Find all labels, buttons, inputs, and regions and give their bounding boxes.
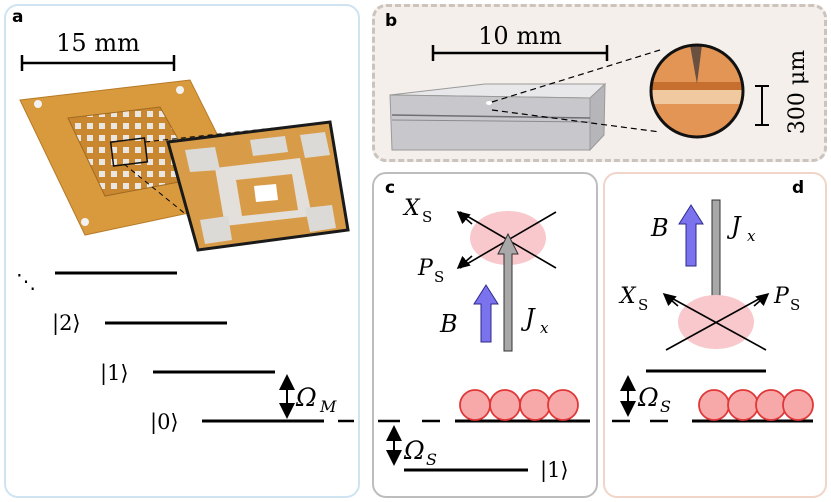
omega-s-symbol-d: Ω <box>637 383 659 412</box>
lower-state-label-c: |1⟩ <box>540 458 569 483</box>
phonon-cloud-c <box>459 389 579 421</box>
x-axis-arrow-d <box>662 292 679 307</box>
omega-s-symbol-c: Ω <box>403 436 425 465</box>
p-axis-arrow-d <box>753 292 770 307</box>
membrane-zoom-inset <box>166 120 350 252</box>
cavity-block-image <box>389 82 607 152</box>
ladder-ellipsis: ⋱ <box>16 269 36 293</box>
panel-b-label: b <box>385 11 397 31</box>
panel-b-scale-label: 10 mm <box>478 22 562 50</box>
p-axis-arrow <box>456 255 473 270</box>
omega-s-sub-c: S <box>426 450 437 469</box>
p-op-label: P <box>417 256 434 281</box>
field-label-c: B <box>439 310 458 338</box>
axis-line-d2 <box>665 294 767 351</box>
x-op-sub-d: S <box>638 296 648 314</box>
ket-1-label: |1⟩ <box>100 361 129 386</box>
scale-bar-label: 15 mm <box>56 29 140 57</box>
panel-a <box>4 4 360 498</box>
panel-c <box>372 172 598 498</box>
omega-m-subscript: M <box>319 397 337 416</box>
spin-label-d: J <box>726 212 742 240</box>
x-op-label: X <box>402 196 421 221</box>
x-op-sub: S <box>422 208 432 226</box>
panel-d-label: d <box>792 178 804 198</box>
phonon-cloud-d <box>698 389 814 421</box>
field-label-d: B <box>650 214 669 242</box>
field-arrow-d <box>678 204 704 267</box>
panel-b-scale-bar: 10 mm <box>431 22 609 61</box>
spin-sub-d: x <box>747 227 756 245</box>
ket-2-label: |2⟩ <box>52 311 81 336</box>
x-op-label-d: X <box>618 284 637 309</box>
panel-a-scale-bar: 15 mm <box>20 29 176 71</box>
spin-arrow-c <box>497 232 519 352</box>
inset-scale-label: 300 μm <box>785 50 810 134</box>
omega-s-sub-d: S <box>660 397 671 416</box>
inset-scale-bar: 300 μm <box>755 50 810 134</box>
spin-label-c: J <box>520 304 536 332</box>
panel-c-label: c <box>385 178 395 198</box>
p-op-label-d: P <box>773 284 790 309</box>
cavity-zoom-inset <box>649 43 745 139</box>
panel-a-label: a <box>12 7 23 27</box>
p-op-sub: S <box>434 268 444 286</box>
p-op-sub-d: S <box>790 296 800 314</box>
spin-sub-c: x <box>540 319 549 337</box>
omega-m-symbol: Ω <box>295 383 317 412</box>
field-arrow-c <box>473 284 499 343</box>
x-axis-arrow <box>456 210 473 225</box>
panel-d <box>603 172 827 498</box>
ket-0-label: |0⟩ <box>150 410 179 435</box>
zoom-line-bottom <box>491 109 661 133</box>
